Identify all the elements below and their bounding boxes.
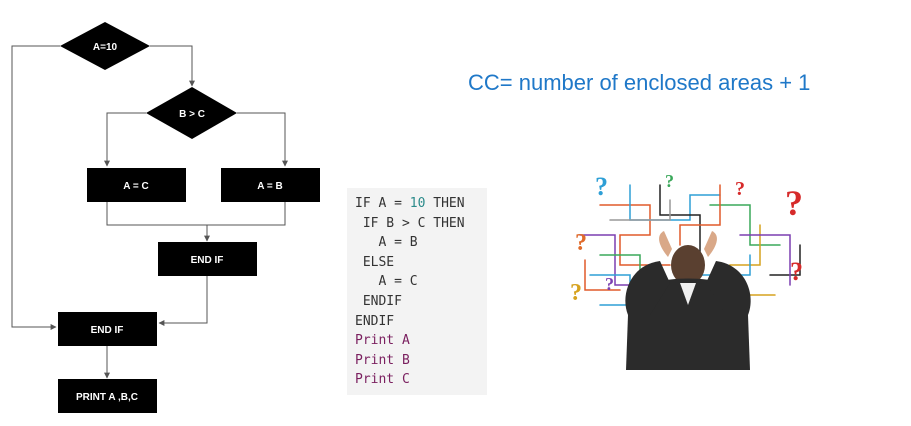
end-if-outer-label: END IF [91,325,124,336]
decision-a-equals-10: A=10 [60,22,150,70]
svg-text:?: ? [785,183,803,223]
confused-businessman-icon: ? ? ? ? ? ? ? ? [570,171,803,370]
svg-text:?: ? [575,230,587,256]
decision-b-greater-c: B > C [146,87,237,139]
process-a-equals-c: A = C [87,168,186,202]
end-if-inner: END IF [158,242,257,276]
code-line: Print B [355,352,410,368]
flowchart-connectors [11,45,288,379]
flowchart: A=10 B > C A = C A = B END IF END IF PRI… [11,22,320,413]
code-line: ENDIF [355,293,402,309]
code-line: IF B > C THEN [355,215,465,231]
cyclomatic-complexity-formula: CC= number of enclosed areas + 1 [468,70,811,95]
svg-text:?: ? [735,178,745,200]
process-a-equals-b: A = B [221,168,320,202]
end-if-inner-label: END IF [191,255,224,266]
svg-text:?: ? [605,274,614,294]
code-line: Print C [355,372,410,388]
svg-text:?: ? [595,172,608,201]
code-line: A = B [355,235,418,251]
code-line: A = C [355,274,418,290]
code-line: IF A = 10 THEN [355,196,465,211]
end-if-outer: END IF [58,312,157,346]
print-output: PRINT A ,B,C [58,379,157,413]
code-line: Print A [355,333,410,349]
code-line: ENDIF [355,313,395,329]
code-line: ELSE [355,254,395,270]
svg-text:?: ? [665,171,674,191]
svg-text:?: ? [790,257,803,286]
svg-text:?: ? [570,280,582,306]
print-output-label: PRINT A ,B,C [76,392,138,403]
decision-b-label: B > C [179,109,205,120]
pseudocode-block: IF A = 10 THEN IF B > C THEN A = B ELSE … [347,188,487,395]
decision-a-label: A=10 [93,42,118,53]
process-a-b-label: A = B [257,181,282,192]
process-a-c-label: A = C [123,181,148,192]
